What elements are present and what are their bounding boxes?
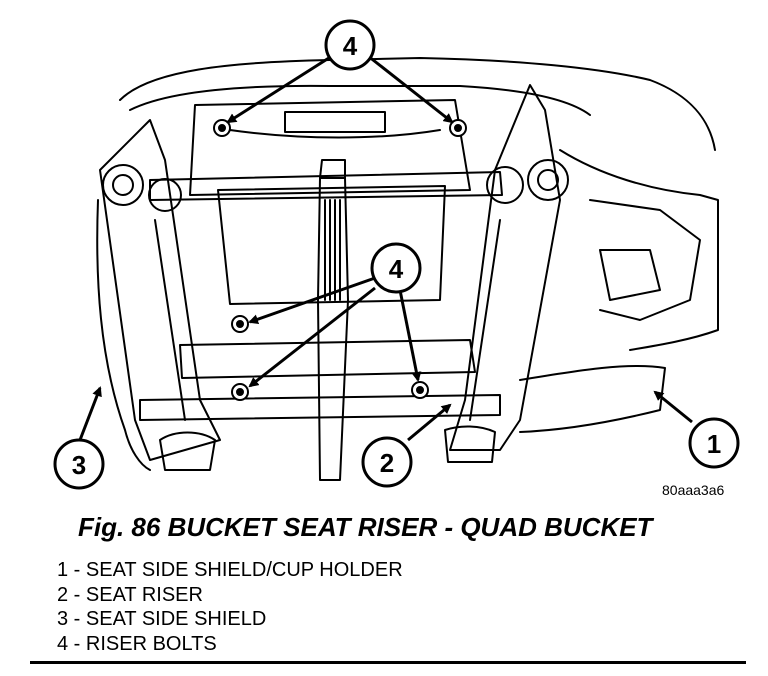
bolt-icon — [231, 315, 249, 333]
seat-riser-illustration: 4 4 3 2 1 — [53, 19, 740, 490]
bolt-icon — [231, 383, 249, 401]
bottom-rule — [30, 661, 746, 664]
bolt-icon — [213, 119, 231, 137]
riser-bolts — [213, 119, 467, 401]
legend-item: 4 - RISER BOLTS — [57, 632, 217, 655]
side-shield-left — [96, 199, 151, 471]
callout-3: 3 — [53, 438, 105, 490]
figure-caption: Fig. 86 BUCKET SEAT RISER - QUAD BUCKET — [78, 512, 653, 542]
callout-2: 2 — [361, 436, 413, 488]
seat-back-outline — [119, 57, 716, 151]
side-shield-right — [519, 364, 666, 433]
leader-arrow — [367, 54, 454, 124]
callout-4-middle: 4 — [370, 242, 422, 294]
riser-center-plate — [217, 185, 446, 305]
leader-arrow — [226, 54, 333, 124]
leader-arrow — [248, 286, 376, 388]
image-code: 80aaa3a6 — [662, 482, 725, 498]
callout-label: 2 — [380, 448, 394, 478]
callout-label: 4 — [343, 31, 358, 61]
leader-arrow — [398, 289, 422, 382]
riser-back-panel — [189, 99, 471, 196]
legend-item: 2 - SEAT RISER — [57, 583, 203, 606]
legend-item: 1 - SEAT SIDE SHIELD/CUP HOLDER — [57, 559, 403, 581]
legend-list: 1 - SEAT SIDE SHIELD/CUP HOLDER 2 - SEAT… — [57, 558, 403, 656]
rear-crossbar — [149, 171, 503, 201]
callout-label: 3 — [72, 450, 86, 480]
callout-1: 1 — [688, 417, 740, 469]
leader-arrow — [653, 390, 693, 424]
callout-4-top: 4 — [324, 19, 376, 71]
seat-frame-drawing — [96, 57, 719, 481]
callout-label: 1 — [707, 429, 721, 459]
callout-label: 4 — [389, 254, 404, 284]
left-side-rail — [99, 119, 221, 461]
leader-arrow — [248, 276, 376, 325]
console-outline — [559, 149, 719, 351]
leader-arrow — [407, 403, 452, 442]
leader-arrow — [78, 386, 102, 441]
bolt-icon — [411, 381, 429, 399]
legend-item: 3 - SEAT SIDE SHIELD — [57, 608, 267, 630]
front-crossbar — [179, 339, 476, 379]
bolt-icon — [449, 119, 467, 137]
right-side-rail — [449, 84, 561, 451]
